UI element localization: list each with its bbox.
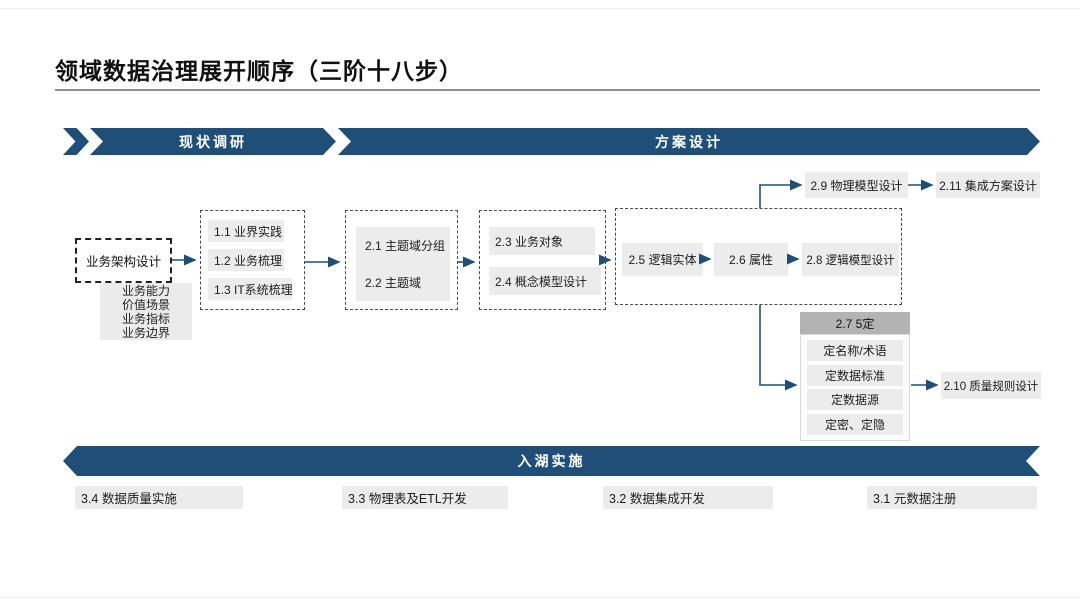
slide-bottom-edge	[0, 597, 1080, 598]
five-definitions-item: 定数据标准	[807, 364, 903, 386]
five-definitions-item: 定名称/术语	[807, 340, 903, 362]
research-steps-group	[200, 210, 305, 310]
step-2-4: 2.4 概念模型设计	[489, 267, 601, 295]
step-1-1: 1.1 业界实践	[208, 220, 284, 242]
step-2-5: 2.5 逻辑实体	[622, 243, 703, 276]
step-1-3: 1.3 IT系统梳理	[208, 278, 293, 300]
five-definitions-list: 定名称/术语 定数据标准 定数据源 定密、定隐	[800, 334, 910, 441]
five-definitions-header: 2.7 5定	[800, 312, 910, 334]
five-definitions-item: 定数据源	[807, 389, 903, 411]
step-2-6: 2.6 属性	[714, 243, 788, 276]
logical-model-group	[615, 208, 902, 305]
step-2-10: 2.10 质量规则设计	[941, 372, 1041, 399]
title-underline	[55, 89, 1040, 91]
architecture-detail-item: 业务边界	[121, 325, 170, 340]
page-title: 领域数据治理展开顺序（三阶十八步）	[55, 58, 463, 84]
connector-logical-to-5def	[759, 305, 798, 391]
step-3-3: 3.3 物理表及ETL开发	[342, 486, 508, 509]
five-definitions-item: 定密、定隐	[807, 413, 903, 435]
stage-banner-research: 现状调研	[90, 128, 336, 155]
step-2-3: 2.3 业务对象	[489, 227, 595, 255]
step-2-8: 2.8 逻辑模型设计	[802, 243, 899, 276]
chevron-icon	[63, 128, 89, 155]
business-architecture-box: 业务架构设计	[75, 238, 172, 283]
step-1-2: 1.2 业务梳理	[208, 249, 284, 271]
step-3-4: 3.4 数据质量实施	[75, 486, 243, 509]
step-2-2: 2.2 主题域	[365, 276, 422, 290]
architecture-detail-item: 价值场景	[121, 297, 170, 312]
slide-top-edge	[0, 8, 1080, 9]
subject-domain-group	[345, 210, 458, 310]
stage-banner-design: 方案设计	[338, 128, 1040, 155]
step-2-9: 2.9 物理模型设计	[805, 172, 908, 198]
step-3-1: 3.1 元数据注册	[867, 486, 1037, 509]
architecture-detail-item: 业务能力	[121, 283, 170, 298]
step-2-1: 2.1 主题域分组	[365, 239, 446, 253]
connector-logical-to-2-9	[759, 179, 803, 208]
business-architecture-details: 业务能力 价值场景 业务指标 业务边界	[100, 283, 192, 340]
stage-banner-implementation: 入湖实施	[63, 446, 1040, 476]
architecture-detail-item: 业务指标	[121, 311, 170, 326]
business-object-group	[479, 210, 606, 310]
step-3-2: 3.2 数据集成开发	[603, 486, 773, 509]
step-2-11: 2.11 集成方案设计	[936, 172, 1040, 198]
subject-domain-box: 2.1 主题域分组 2.2 主题域	[356, 227, 450, 301]
